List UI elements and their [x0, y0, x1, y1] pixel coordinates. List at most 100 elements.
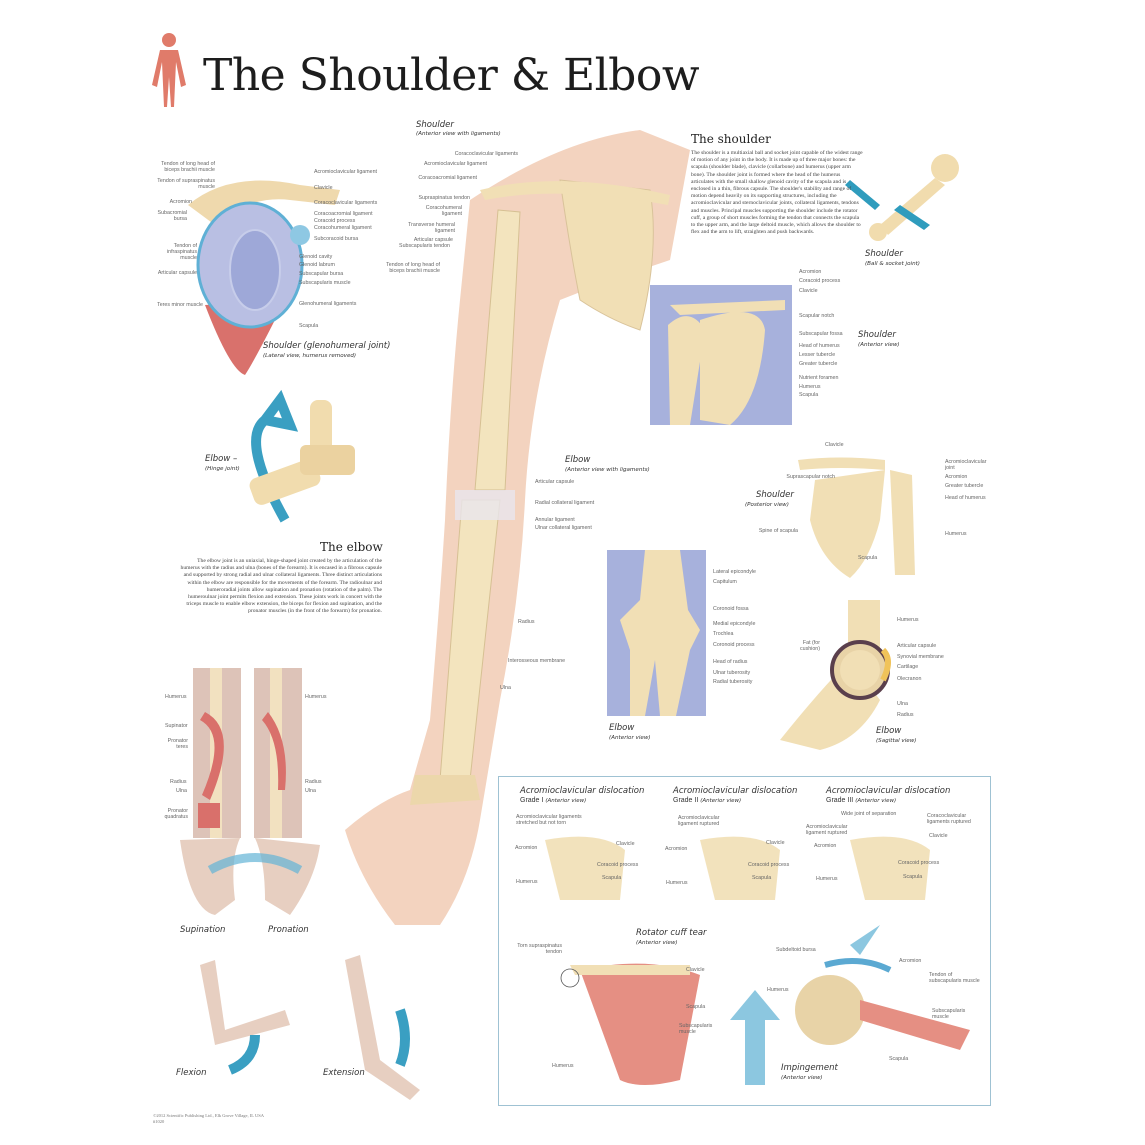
label: Coronoid fossa — [713, 606, 749, 612]
grade-view: (Anterior view) — [700, 798, 742, 804]
poster-title: The Shoulder & Elbow — [203, 50, 699, 101]
grade3-title: Acromioclavicular dislocation — [826, 786, 951, 796]
label: Coracoacromial ligament — [314, 211, 373, 217]
label: Head of radius — [713, 659, 748, 665]
label: Head of humerus — [799, 343, 840, 349]
label: Head of humerus — [945, 495, 986, 501]
label: Articular capsule — [413, 237, 453, 243]
elbow-ligaments-subcaption: (Anterior view with ligaments) — [565, 467, 650, 473]
elbow-anterior-subcaption: (Anterior view) — [609, 735, 651, 741]
label: Humerus — [799, 384, 821, 390]
label: Lesser tubercle — [799, 352, 836, 358]
copyright: ©2012 Scientific Publishing Ltd., Elk Gr… — [153, 1113, 264, 1125]
label: Humerus — [816, 876, 838, 882]
grade-view: (Anterior view) — [545, 798, 587, 804]
shoulder-paragraph: The shoulder is a multiaxial ball and so… — [691, 150, 863, 236]
label: Acromion — [799, 269, 822, 275]
label: Acromion — [515, 845, 538, 851]
label: Pronator teres — [167, 738, 188, 750]
label: Coracohumeral ligament — [314, 225, 372, 231]
label: Interosseous membrane — [508, 658, 566, 664]
label: Acromion — [945, 474, 968, 480]
label: Scapula — [799, 392, 819, 398]
elbow-sagittal-caption: Elbow — [876, 726, 902, 736]
arm-illustration — [345, 130, 690, 925]
grade-name: Grade I — [520, 797, 544, 804]
label: Subscapular bursa — [299, 271, 344, 277]
ball-socket-caption: Shoulder — [865, 249, 903, 259]
label: Humerus — [552, 1063, 574, 1069]
label: Coracoclavicular ligaments — [454, 151, 518, 157]
label: Tendon of long head of biceps brachii mu… — [161, 161, 215, 173]
extension-caption: Extension — [323, 1068, 365, 1078]
label: Clavicle — [825, 442, 844, 448]
label: Coracoid process — [898, 860, 940, 866]
rotator-cuff-subcaption: (Anterior view) — [636, 940, 678, 946]
label: Acromion — [169, 199, 192, 205]
label: Scapula — [686, 1004, 706, 1010]
label: Cartilage — [897, 664, 919, 670]
label: Ulna — [305, 788, 316, 794]
label: Clavicle — [766, 840, 785, 846]
label: Acromioclavicular ligament ruptured — [806, 824, 848, 836]
dislocation-illustrations — [545, 836, 930, 900]
label: Acromioclavicular ligament ruptured — [678, 815, 720, 827]
label: Acromioclavicular ligaments stretched bu… — [516, 814, 582, 826]
label: Glenohumeral ligaments — [299, 301, 357, 307]
grade1-label: Grade I (Anterior view) — [520, 797, 586, 804]
ball-socket-illustration — [845, 154, 959, 241]
label: Coracoacromial ligament — [418, 175, 477, 181]
label: Ulna — [897, 701, 908, 707]
label: Ulna — [500, 685, 511, 691]
label: Humerus — [165, 694, 187, 700]
elbow-sagittal-illustration — [780, 600, 891, 750]
impingement-illustration — [730, 925, 970, 1085]
elbow-anterior-bones — [620, 550, 700, 716]
label: Coracoclavicular ligaments — [314, 200, 378, 206]
glenohumeral-illustration — [188, 180, 340, 375]
label: Tendon of subscapularis muscle — [929, 972, 980, 984]
label: Subdeltoid bursa — [776, 947, 816, 953]
label: Scapula — [858, 555, 878, 561]
label: Annular ligament — [535, 517, 575, 523]
label: Greater tubercle — [945, 483, 984, 489]
label: Coracoid process — [314, 218, 356, 224]
pronation-caption: Pronation — [268, 925, 309, 935]
impingement-subcaption: (Anterior view) — [781, 1075, 823, 1081]
label: Teres minor muscle — [157, 302, 203, 308]
label: Radial collateral ligament — [535, 500, 595, 506]
label: Ulnar collateral ligament — [535, 525, 592, 531]
label: Olecranon — [897, 676, 922, 682]
rotator-cuff-caption: Rotator cuff tear — [636, 928, 707, 938]
grade-view: (Anterior view) — [855, 798, 897, 804]
flexion-caption: Flexion — [176, 1068, 207, 1078]
label: Coracoid process — [597, 862, 639, 868]
label: Coracoid process — [748, 862, 790, 868]
shoulder-injuries-panel — [498, 776, 991, 1106]
label: Wide joint of separation — [841, 811, 897, 817]
label: Radius — [170, 779, 187, 785]
label: Suprascapular notch — [786, 474, 835, 480]
human-figure-icon — [152, 33, 186, 107]
label: Tendon of infraspinatus muscle — [166, 243, 197, 261]
label: Humerus — [767, 987, 789, 993]
label: Articular capsule — [897, 643, 937, 649]
label: Fat (for cushion) — [799, 640, 820, 652]
label: Subacromial bursa — [157, 210, 187, 222]
label: Articular capsule — [535, 479, 575, 485]
label: Tendon of supraspinatus muscle — [157, 178, 215, 190]
elbow-heading: The elbow — [320, 540, 383, 554]
shoulder-posterior-subcaption: (Posterior view) — [745, 502, 789, 508]
label: Clavicle — [799, 288, 818, 294]
label: Articular capsule — [157, 270, 197, 276]
label: Ulnar tuberosity — [713, 670, 751, 676]
label: Radius — [897, 712, 914, 718]
label: Acromion — [814, 843, 837, 849]
shoulder-anterior-caption: Shoulder — [858, 330, 896, 340]
label: Clavicle — [314, 185, 333, 191]
label: Tendon of long head of biceps brachii mu… — [386, 262, 440, 274]
elbow-anterior-caption: Elbow — [609, 723, 635, 733]
label: Subscapular fossa — [799, 331, 843, 337]
label: Glenoid labrum — [299, 262, 335, 268]
label: Lateral epicondyle — [713, 569, 756, 575]
